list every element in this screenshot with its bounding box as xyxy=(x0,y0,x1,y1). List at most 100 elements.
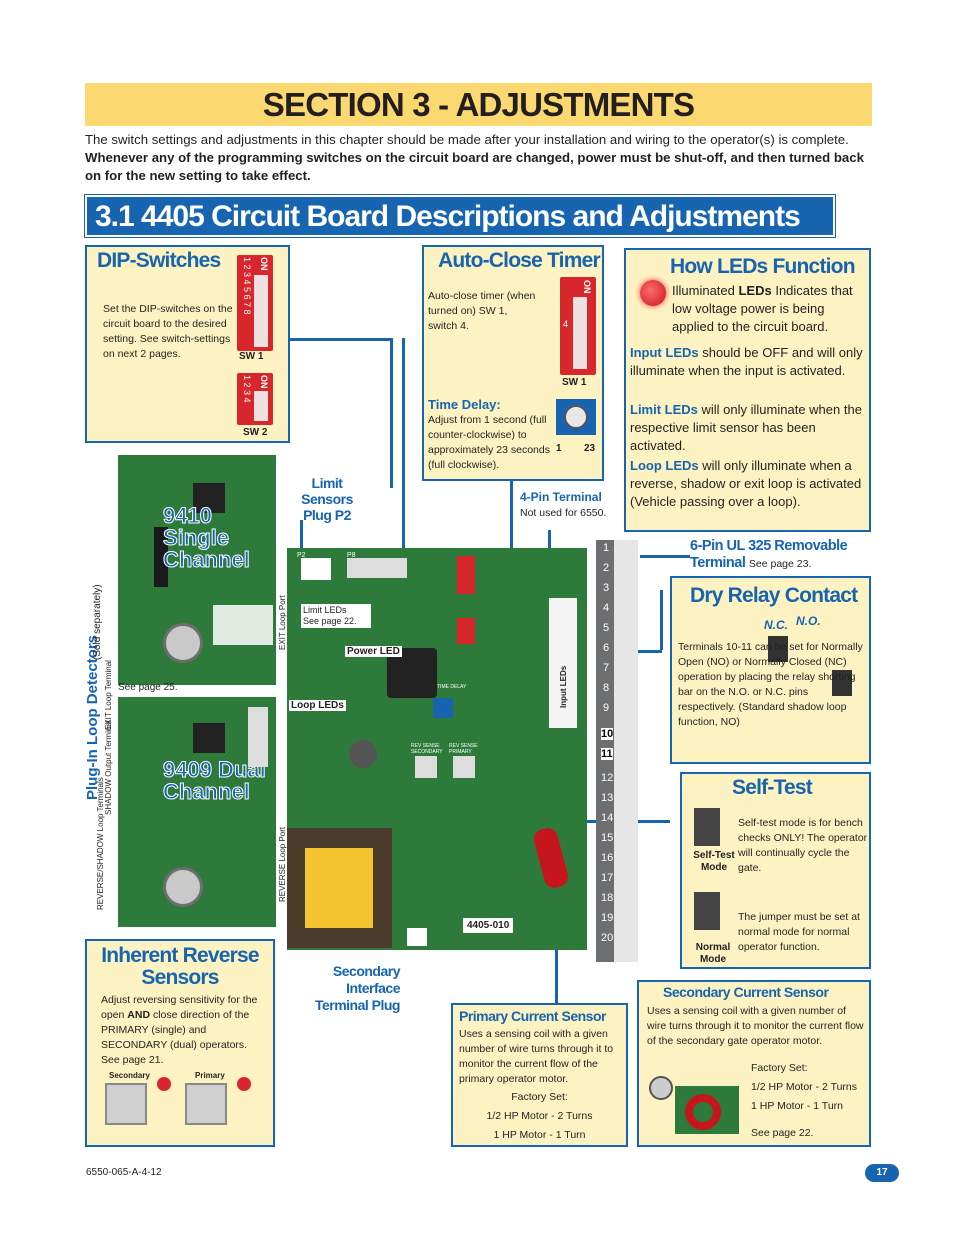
secondary-pot-label: Secondary xyxy=(109,1071,150,1080)
loop-detectors-note: (Sold separately) xyxy=(92,584,103,660)
chip xyxy=(193,483,225,513)
six-pin-note: See page 23. xyxy=(748,558,812,570)
terminal-6: 6 xyxy=(603,642,610,654)
input-leds-label: Input LEDs xyxy=(559,665,568,708)
rev-pot-secondary[interactable] xyxy=(415,756,437,778)
time-delay-text: Adjust from 1 second (full counter-clock… xyxy=(428,414,550,471)
leds-loop-text: Loop LEDs will only illuminate when a re… xyxy=(630,457,868,511)
leds-illum-bold: LEDs xyxy=(738,283,772,298)
terminal-19: 19 xyxy=(601,912,614,924)
loop-see-page: See page 25. xyxy=(118,682,178,693)
relay-jumper-no[interactable] xyxy=(832,670,852,696)
terminal-8: 8 xyxy=(603,682,610,694)
primary-line2: 1 HP Motor - 1 Turn xyxy=(493,1129,586,1141)
self-test-panel: Self-Test Self-Test Mode Self-test mode … xyxy=(680,772,871,969)
secondary-sensor-text: Uses a sensing coil with a given number … xyxy=(647,1005,864,1047)
power-led-label: Power LED xyxy=(345,646,402,657)
loop-leds-label: Loop LEDs xyxy=(630,458,699,473)
intro-bold: Whenever any of the programming switches… xyxy=(85,150,864,183)
six-pin-callout: 6-Pin UL 325 Removable Terminal See page… xyxy=(690,538,870,573)
document-code: 6550-065-A-4-12 xyxy=(86,1167,162,1178)
connector-line xyxy=(402,338,405,568)
secondary-line1: 1/2 HP Motor - 2 Turns xyxy=(751,1081,858,1093)
limit-sensors-callout: Limit Sensors Plug P2 xyxy=(301,475,353,523)
led-icon xyxy=(640,280,666,306)
secondary-led xyxy=(157,1077,171,1091)
secondary-interface-plug[interactable] xyxy=(407,928,427,946)
terminal-17: 17 xyxy=(601,872,614,884)
current-sensor-coil xyxy=(531,825,571,891)
connector-line xyxy=(272,338,392,341)
single-channel-label: 9410 Single Channel xyxy=(163,503,251,572)
capacitor xyxy=(349,740,377,768)
auto-close-on: ON xyxy=(582,280,592,294)
time-delay-board-label: TIME DELAY xyxy=(437,684,467,690)
leds-limit-text: Limit LEDs will only illuminate when the… xyxy=(630,401,868,455)
rev-pot-primary[interactable] xyxy=(453,756,475,778)
secondary-see: See page 22. xyxy=(751,1127,814,1139)
input-leds-desc: should be OFF and will only illuminate w… xyxy=(630,345,863,378)
transformer-core xyxy=(305,848,373,928)
sw2-numbers: 1 2 3 4 xyxy=(242,375,252,403)
dry-relay-text: Terminals 10-11 can be set for Normally … xyxy=(678,641,863,728)
primary-reverse-pot[interactable] xyxy=(185,1083,227,1125)
nc-label: N.C. xyxy=(764,618,788,632)
inherent-text-post: close direction of the PRIMARY (single) … xyxy=(101,1009,250,1066)
terminal-5: 5 xyxy=(603,622,610,634)
relay-jumper-nc[interactable] xyxy=(768,636,788,662)
leds-illum-post: Indicates that low voltage power is bein… xyxy=(672,283,853,334)
self-test-mode-text: Self-test mode is for bench checks ONLY!… xyxy=(738,817,868,874)
sw1-dip-switch[interactable]: 1 2 3 4 5 6 7 8 ON xyxy=(237,255,273,351)
time-delay-pot[interactable] xyxy=(433,698,453,718)
connector-line xyxy=(660,590,663,650)
section-banner: SECTION 3 - ADJUSTMENTS xyxy=(85,83,872,126)
p2-plug[interactable] xyxy=(301,558,331,580)
terminal-screws xyxy=(614,540,638,962)
sw2-toggles xyxy=(254,391,268,421)
auto-close-text: Auto-close timer (when turned on) SW 1, … xyxy=(428,290,536,332)
six-pin-title: 6-Pin UL 325 Removable Terminal xyxy=(690,538,848,571)
terminal-1: 1 xyxy=(603,542,610,554)
board-sw2[interactable] xyxy=(457,618,475,644)
terminal-13: 13 xyxy=(601,792,614,804)
sw2-on-label: ON xyxy=(259,375,269,389)
loop-detector-9410-board[interactable]: 9410 Single Channel xyxy=(118,455,276,685)
p2-label: P2 xyxy=(297,552,306,559)
chip xyxy=(193,723,225,753)
leds-input-text: Input LEDs should be OFF and will only i… xyxy=(630,344,868,380)
four-pin-note: Not used for 6550. xyxy=(520,507,607,519)
dry-relay-title: Dry Relay Contact xyxy=(690,584,858,607)
rev-sense-secondary-label: REV SENSE SECONDARY xyxy=(411,743,443,755)
dry-relay-panel: Dry Relay Contact N.C. N.O. Terminals 10… xyxy=(670,576,871,764)
loop-leds-desc: will only illuminate when a reverse, sha… xyxy=(630,458,862,509)
sw2-dip-switch[interactable]: 1 2 3 4 ON xyxy=(237,373,273,425)
self-test-jumper[interactable] xyxy=(694,808,720,846)
connector-line xyxy=(510,480,513,590)
primary-pot-label: Primary xyxy=(195,1071,225,1080)
inherent-text-bold: AND xyxy=(127,1009,151,1021)
dip-switches-panel: DIP-Switches Set the DIP-switches on the… xyxy=(85,245,290,443)
pin-header xyxy=(213,605,273,645)
auto-close-dip[interactable]: ON 4 xyxy=(560,277,596,375)
board-sw1[interactable] xyxy=(457,556,475,594)
normal-mode-jumper[interactable] xyxy=(694,892,720,930)
secondary-reverse-pot[interactable] xyxy=(105,1083,147,1125)
shadow-output-terminal: SHADOW Output Terminal xyxy=(104,720,113,815)
sw1-label: SW 1 xyxy=(239,351,264,362)
p8-plug[interactable] xyxy=(347,558,407,578)
auto-close-title: Auto-Close Timer xyxy=(438,249,601,272)
circuit-board-4405: P2 P8 Limit LEDs See page 22. Power LED … xyxy=(287,548,587,950)
terminal-9: 9 xyxy=(603,702,610,714)
loop-detector-9409-board[interactable]: 9409 Dual Channel xyxy=(118,697,276,927)
section-title: SECTION 3 - ADJUSTMENTS xyxy=(262,86,695,123)
loop-leds-label: Loop LEDs xyxy=(289,700,346,711)
limit-leds-label: Limit LEDs xyxy=(303,605,347,615)
auto-close-sw-label: SW 1 xyxy=(562,377,587,388)
transformer xyxy=(287,828,392,948)
leds-title: How LEDs Function xyxy=(670,255,856,278)
time-delay-potentiometer[interactable] xyxy=(556,399,596,435)
dual-channel-label: 9409 Dual Channel xyxy=(163,757,267,804)
reverse-shadow-terminal: REVERSE/SHADOW Loop Terminals xyxy=(96,777,105,910)
normal-mode-label: Normal Mode xyxy=(695,942,731,965)
dial-min: 1 xyxy=(556,443,562,454)
